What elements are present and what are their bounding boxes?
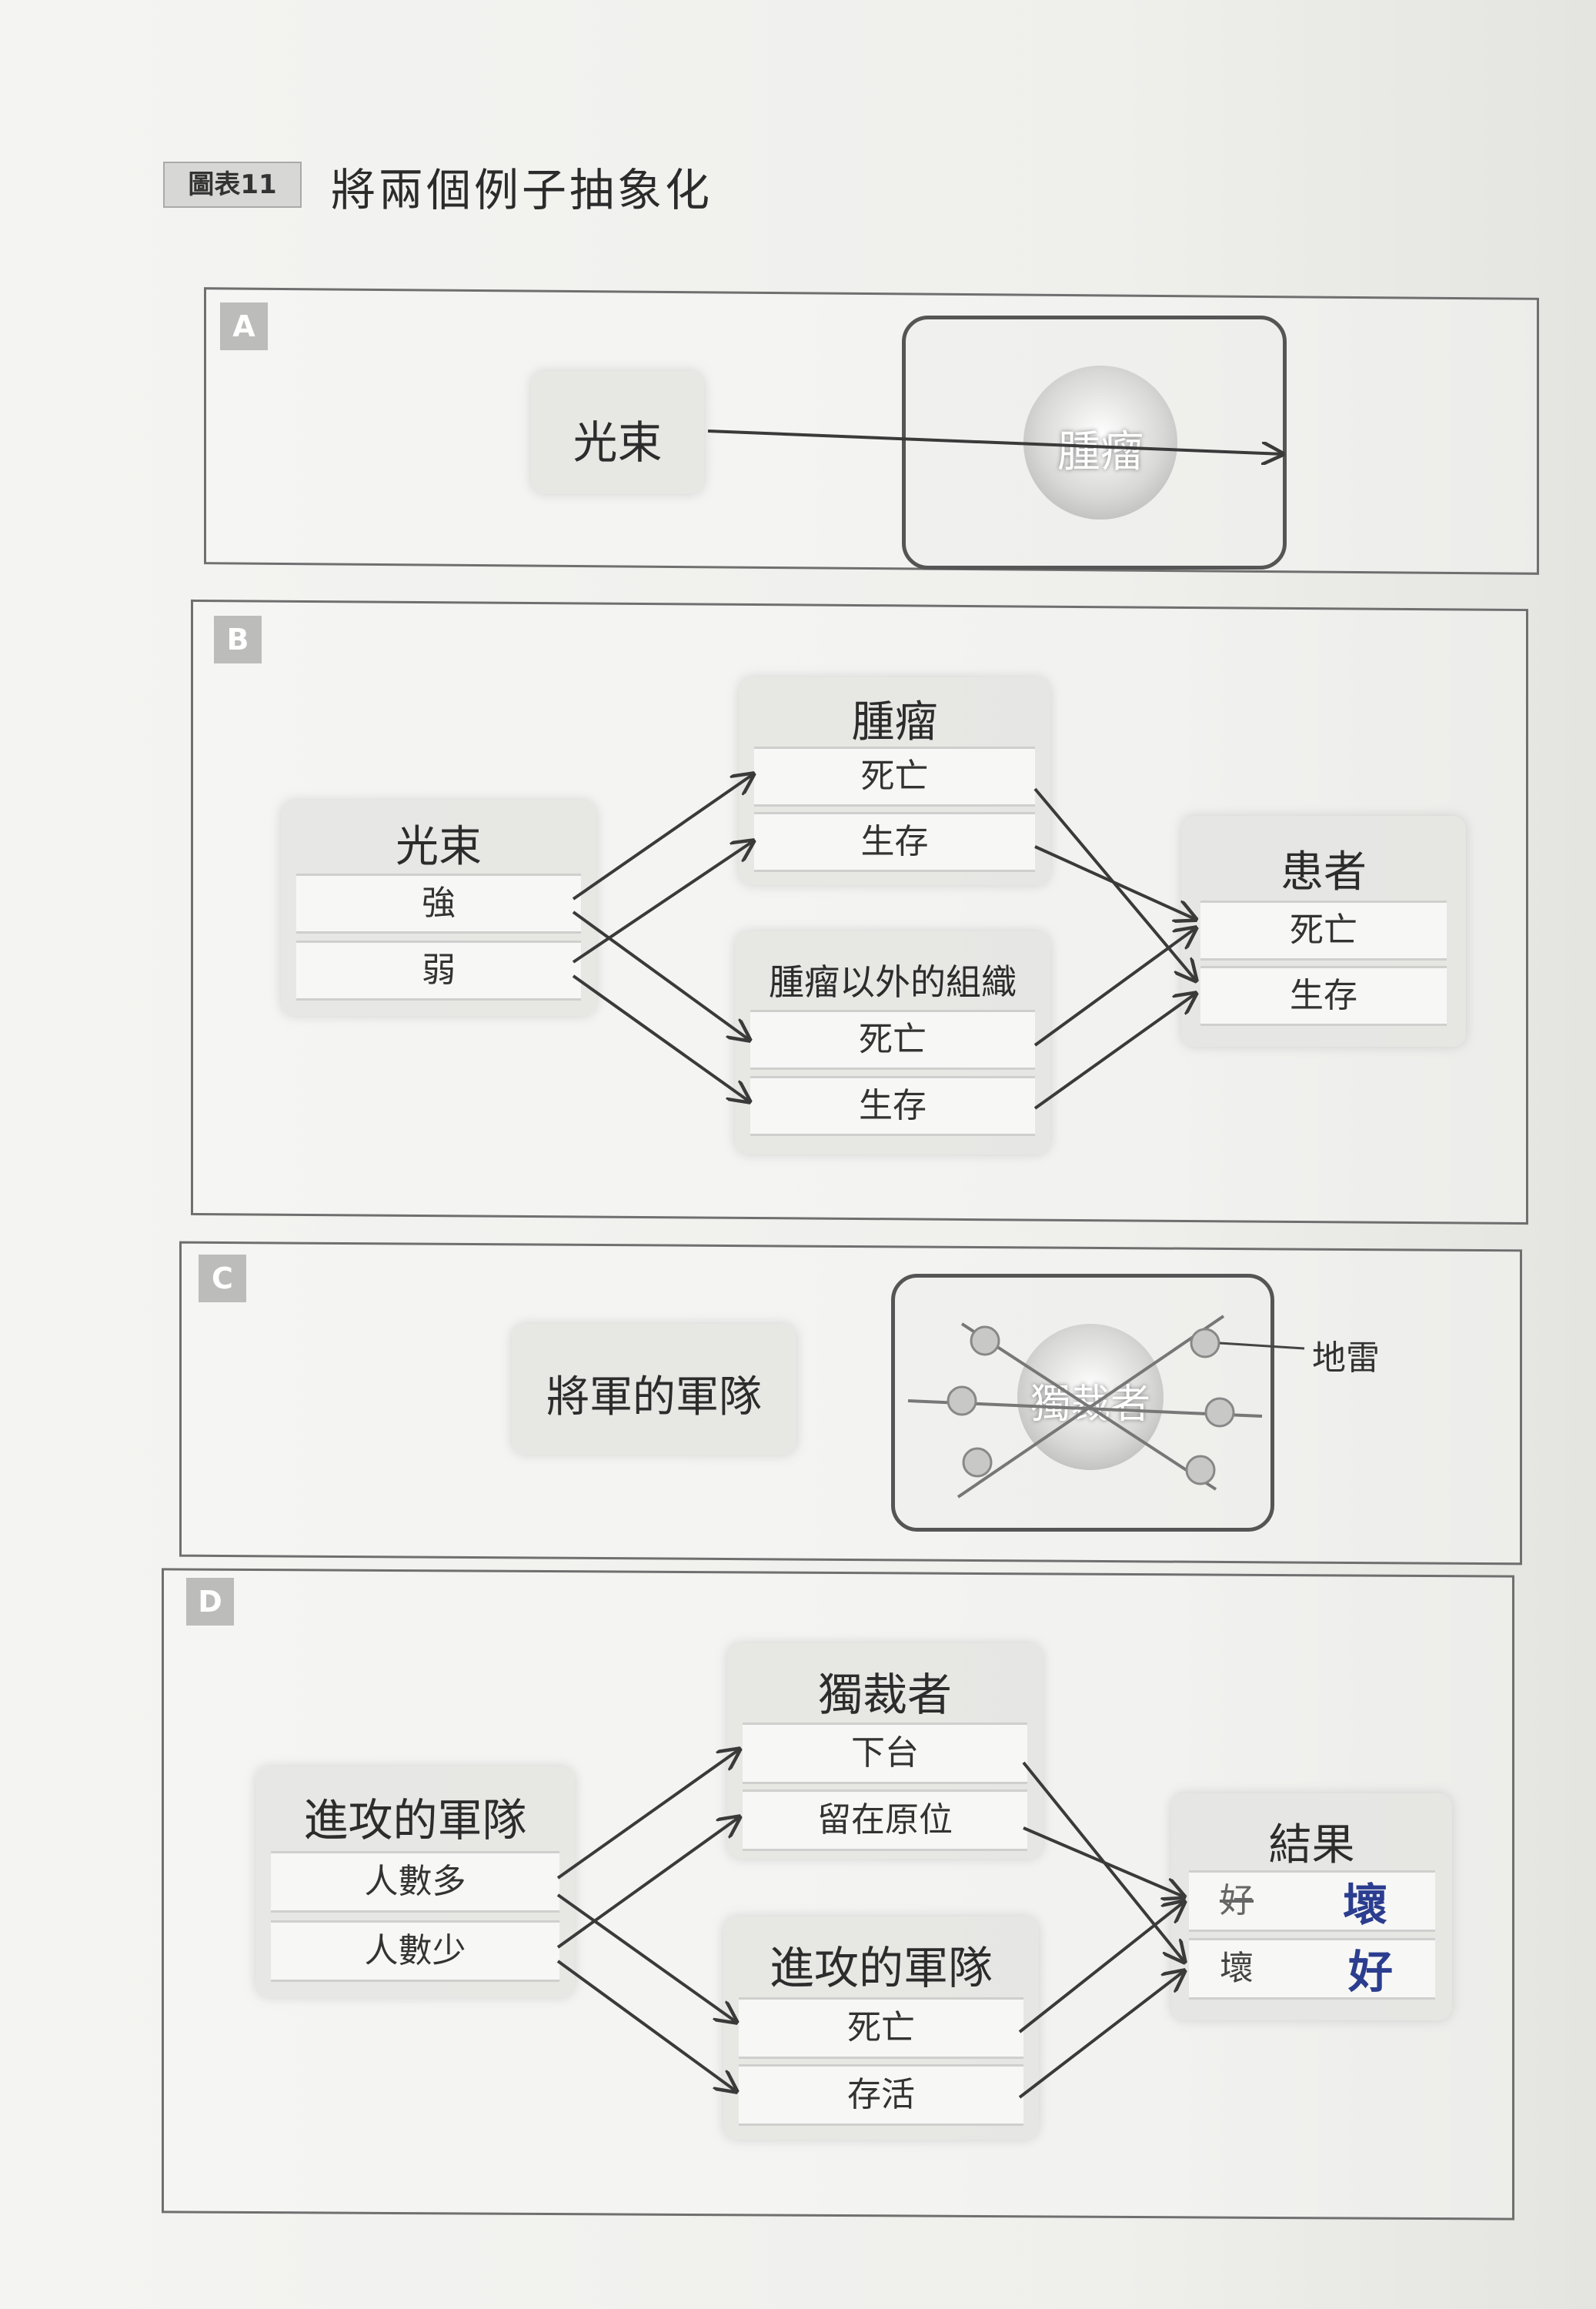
arrow-b-weak-tumor-survive — [572, 840, 754, 964]
mine-dots — [947, 1325, 1235, 1485]
arrow-d-death-good — [1018, 1901, 1185, 2033]
panel-b-arrows — [572, 774, 1197, 1110]
arrow-b-tissuesurvive-patientsurvive — [1033, 993, 1197, 1110]
beam-label: 光束 — [573, 416, 663, 469]
attack-result-row-survive: 存活 — [739, 2064, 1023, 2126]
arrow-d-many-down — [556, 1749, 740, 1880]
tumor-circle-label: 腫瘤 — [1057, 427, 1144, 477]
arrow-d-few-stay — [556, 1816, 740, 1949]
panel-c-tag: C — [199, 1255, 246, 1302]
mine-label: 地雷 — [1312, 1338, 1380, 1378]
tumor-circle — [1023, 366, 1177, 520]
tissue-row-death: 死亡 — [750, 1010, 1035, 1070]
outcome-row-good: 好 — [1189, 1870, 1435, 1932]
handwritten-good: 好 — [1348, 1946, 1394, 1998]
mine-icon — [1190, 1328, 1220, 1358]
arrow-d-many-death — [556, 1893, 737, 2023]
mine-icon — [947, 1385, 977, 1416]
arrow-d-stay-good — [1023, 1826, 1185, 1897]
arrow-b-strong-tumor-death — [572, 774, 754, 901]
dictator-table-header: 獨裁者 — [817, 1669, 952, 1721]
outcome-row-good-text: 好 — [1220, 1881, 1254, 1920]
beam-box — [531, 371, 704, 494]
beam-row-weak: 弱 — [296, 941, 581, 1001]
arrow-b-tumorsurvive-patientdeath — [1034, 845, 1197, 920]
mine-icon — [962, 1447, 993, 1478]
beam-row-strong: 強 — [296, 874, 581, 934]
patient-row-survive: 生存 — [1200, 966, 1447, 1026]
outcome-row-bad: 壞 — [1189, 1938, 1435, 2000]
attack-row-many: 人數多 — [271, 1851, 559, 1913]
handwritten-bad: 壞 — [1343, 1879, 1388, 1931]
mine-label-leader — [1219, 1342, 1305, 1350]
army-label: 將軍的軍隊 — [546, 1372, 762, 1422]
arrow-b-tissuedeath-patientdeath — [1033, 927, 1197, 1047]
tissue-table-header: 腫瘤以外的組織 — [769, 961, 1017, 1003]
dictator-circle-label: 獨裁者 — [1030, 1382, 1150, 1428]
dictator-circle — [1017, 1324, 1164, 1470]
beam-table-header: 光束 — [396, 822, 482, 872]
mine-icon — [1204, 1397, 1235, 1428]
panel-d-arrows — [556, 1749, 1185, 2099]
outcome-table-header: 結果 — [1268, 1820, 1355, 1870]
tumor-row-death: 死亡 — [754, 747, 1035, 807]
arrow-d-few-survive — [556, 1960, 737, 2092]
tumor-row-survive: 生存 — [754, 812, 1035, 872]
dictator-row-down: 下台 — [743, 1723, 1027, 1784]
mine-icon — [1185, 1455, 1216, 1485]
arrow-b-strong-tissue-death — [572, 911, 750, 1041]
arrow-d-survive-bad — [1018, 1970, 1185, 2099]
figure-label: 圖表11 — [163, 162, 302, 208]
attack-result-row-death: 死亡 — [739, 1997, 1023, 2059]
panel-b-tag: B — [214, 616, 262, 663]
panel-a-tag: A — [220, 302, 268, 350]
attack-row-few: 人數少 — [271, 1920, 559, 1982]
army-box — [512, 1324, 796, 1455]
dictator-row-stay: 留在原位 — [743, 1789, 1027, 1851]
beam-arrow — [707, 429, 1284, 454]
tissue-row-survive: 生存 — [750, 1076, 1035, 1136]
tumor-table-header: 腫瘤 — [851, 697, 938, 747]
arrow-b-tumordeath-patientsurvive — [1033, 787, 1197, 981]
figure-title: 將兩個例子抽象化 — [331, 164, 713, 216]
patient-table-header: 患者 — [1280, 847, 1367, 897]
panel-d-tag: D — [186, 1578, 234, 1626]
arrow-b-weak-tissue-survive — [572, 974, 750, 1102]
patient-row-death: 死亡 — [1200, 901, 1447, 961]
mine-icon — [970, 1325, 1000, 1356]
attack-army-header: 進攻的軍隊 — [303, 1794, 527, 1846]
attack-result-header: 進攻的軍隊 — [769, 1942, 993, 1994]
